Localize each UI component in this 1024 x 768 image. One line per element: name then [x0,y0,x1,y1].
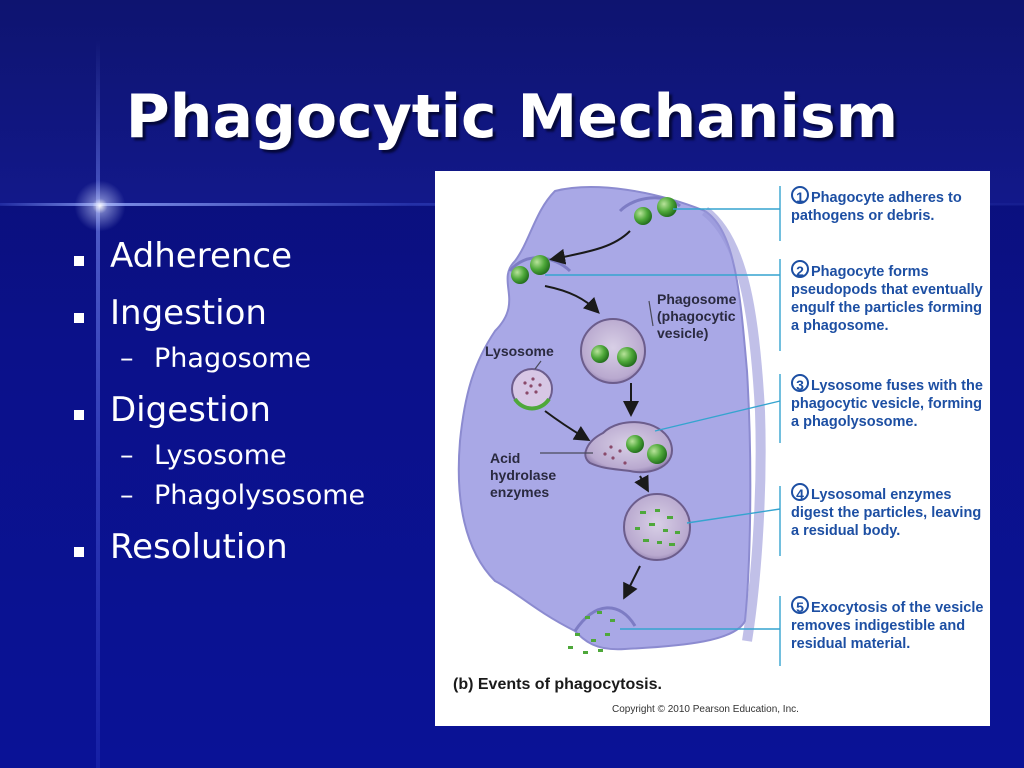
bullet-digestion: Digestion [70,390,365,430]
bullet-ingestion: Ingestion [70,293,365,333]
slide-title: Phagocytic Mechanism [125,82,899,152]
bacterium [634,207,652,225]
bullet-square-icon [74,256,84,266]
copyright-notice: Copyright © 2010 Pearson Education, Inc. [612,704,799,715]
cell-illustration [457,186,781,666]
bullet-square-icon [74,410,84,420]
phagosome-vesicle [580,318,646,384]
slide-top-band [0,0,1024,205]
bullet-list: Adherence Ingestion –Phagosome Digestion… [70,236,365,584]
decorative-vertical-line [96,40,100,768]
residual-body [623,493,691,561]
bacterium [511,266,529,284]
diagram-caption: (b) Events of phagocytosis. [453,676,662,693]
label-phagosome: Phagosome (phagocytic vesicle) [657,291,737,341]
sub-bullet-lysosome: –Lysosome [120,440,287,471]
sub-bullet-phagolysosome: –Phagolysosome [120,480,366,511]
bullet-resolution: Resolution [70,527,365,567]
bullet-square-icon [74,313,84,323]
bacterium [530,255,550,275]
label-acid-hydrolase: Acid hydrolase enzymes [490,450,557,500]
light-flare [70,176,130,236]
bullet-adherence: Adherence [70,236,365,276]
sub-bullet-phagosome: –Phagosome [120,343,312,374]
label-lysosome: Lysosome [485,343,554,359]
bacterium [657,197,677,217]
phagocytosis-diagram: Phagosome (phagocytic vesicle) Lysosome … [435,171,990,726]
bullet-square-icon [74,547,84,557]
